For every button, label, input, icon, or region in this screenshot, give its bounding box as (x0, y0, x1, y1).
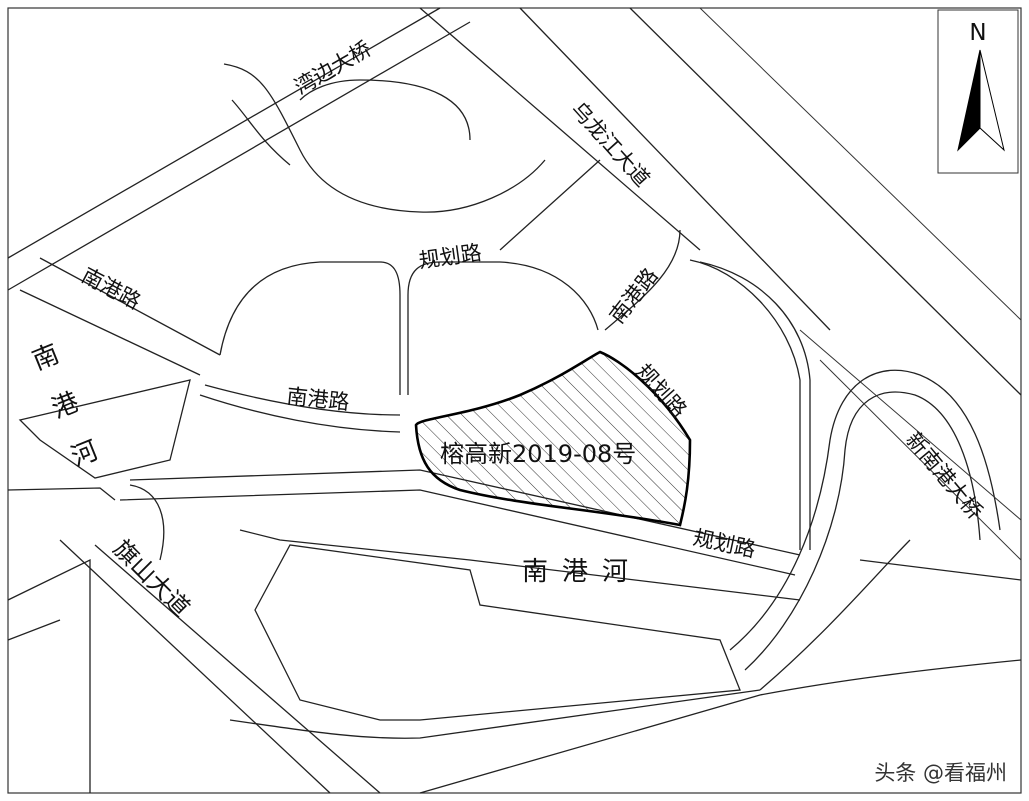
plot-label: 榕高新2019-08号 (440, 440, 636, 468)
compass: N (937, 9, 1019, 174)
upper-blocks (219, 159, 811, 550)
plot-boundary (414, 350, 692, 527)
north-arrow-icon (957, 49, 1005, 152)
compass-label: N (969, 20, 986, 46)
xinnangang-bridge-road (419, 329, 1022, 794)
river-label-nangang-south: 南港河 (522, 557, 642, 587)
wulongjiang-avenue-road (419, 7, 1022, 396)
wanbian-bridge-road (7, 7, 546, 291)
watermark: 头条 @看福州 (874, 761, 1007, 785)
nangang-road-area (7, 257, 401, 501)
qishan-avenue-road (7, 484, 381, 794)
